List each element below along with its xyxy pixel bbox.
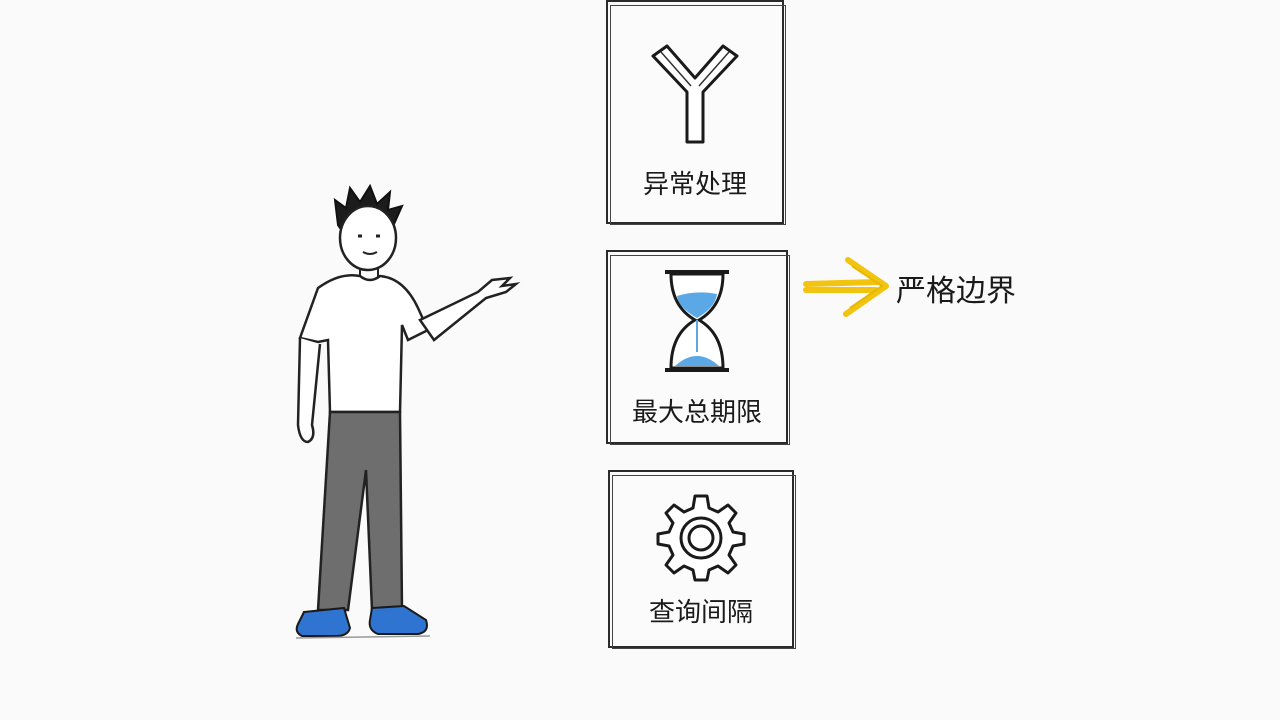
card-label-max-total-duration: 最大总期限 xyxy=(631,398,762,428)
card-exception-handling: 异常处理 xyxy=(606,0,786,225)
person-illustration xyxy=(295,183,521,639)
gear-icon xyxy=(610,492,792,582)
callout-strict-boundary: 严格边界 xyxy=(896,274,1016,309)
card-max-total-duration: 最大总期限 xyxy=(606,250,790,445)
branch-icon xyxy=(608,38,782,148)
hourglass-icon xyxy=(608,266,786,376)
right-arrow-icon xyxy=(803,257,889,317)
card-label-polling-interval: 查询间隔 xyxy=(648,598,753,628)
card-polling-interval: 查询间隔 xyxy=(608,470,796,649)
card-label-exception-handling: 异常处理 xyxy=(642,170,747,200)
